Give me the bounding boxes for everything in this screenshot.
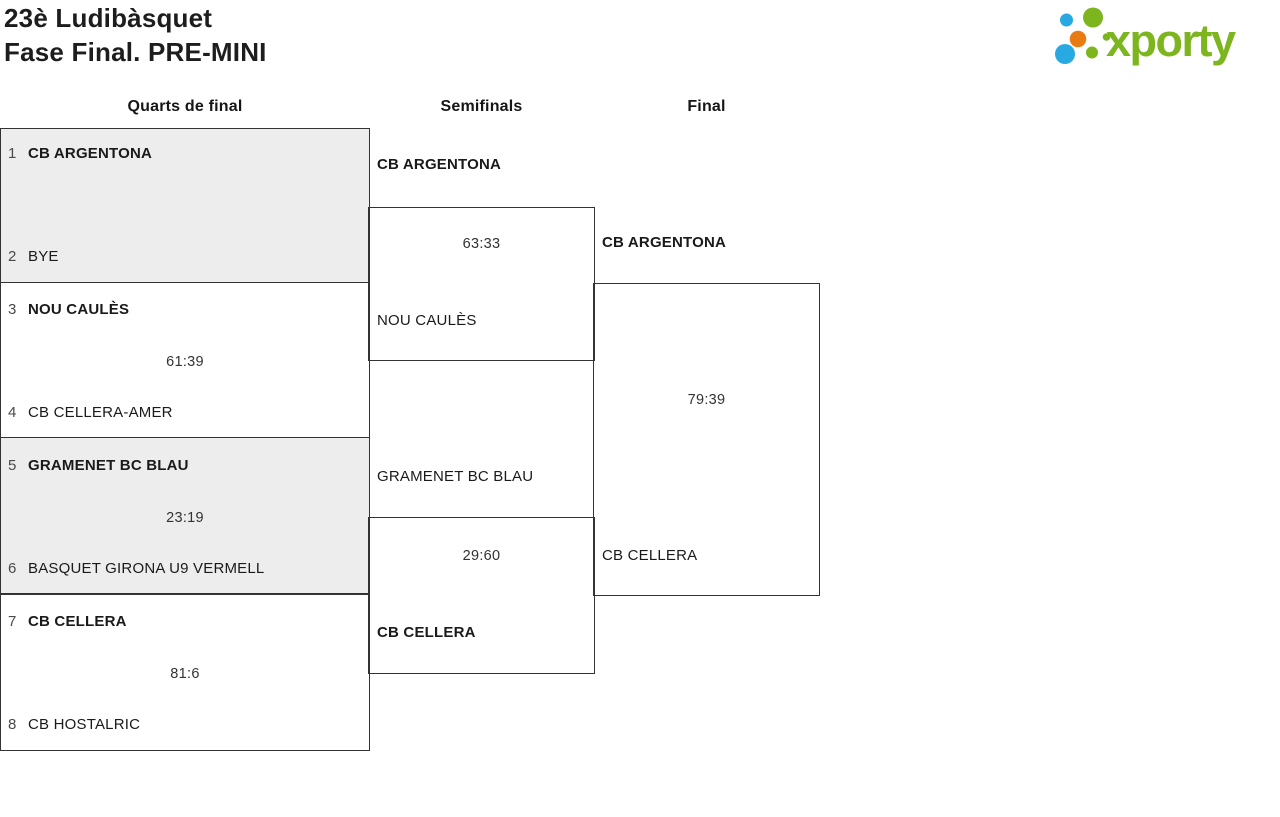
team-qf2-bottom: CB CELLERA-AMER	[28, 404, 173, 421]
score-sf1: 63:33	[462, 236, 501, 252]
team-sf2-bottom: CB CELLERA	[377, 624, 476, 641]
xporty-logo-text: xporty	[1106, 15, 1236, 66]
match-box-sf1[interactable]	[368, 207, 595, 361]
team-sf1-bottom: NOU CAULÈS	[377, 312, 477, 329]
team-qf4-top: CB CELLERA	[28, 613, 127, 630]
team-qf3-top: GRAMENET BC BLAU	[28, 457, 189, 474]
score-qf4: 81:6	[170, 666, 200, 682]
seed-qf1-top: 1	[8, 145, 17, 162]
page-title: 23è Ludibàsquet Fase Final. PRE-MINI	[4, 1, 267, 69]
score-qf3: 23:19	[166, 510, 204, 526]
seed-qf4-bottom: 8	[8, 716, 17, 733]
xporty-logo[interactable]: xporty	[1048, 5, 1278, 67]
team-qf2-top: NOU CAULÈS	[28, 301, 130, 318]
team-final-bottom: CB CELLERA	[602, 547, 698, 564]
match-box-qf4[interactable]	[0, 593, 370, 751]
match-box-final[interactable]	[593, 283, 820, 596]
team-qf4-bottom: CB HOSTALRIC	[28, 716, 141, 733]
team-qf1-bottom: BYE	[28, 248, 59, 265]
seed-qf4-top: 7	[8, 613, 17, 630]
match-box-qf3[interactable]	[0, 437, 370, 595]
seed-qf3-top: 5	[8, 457, 17, 474]
score-qf2: 61:39	[166, 354, 204, 370]
score-final: 79:39	[687, 392, 726, 408]
round-header-semifinals: Semifinals	[440, 98, 523, 115]
team-final-top: CB ARGENTONA	[602, 234, 727, 251]
page-title-line2: Fase Final. PRE-MINI	[4, 37, 267, 67]
page-title-line1: 23è Ludibàsquet	[4, 3, 213, 33]
round-header-final: Final	[687, 98, 726, 115]
xporty-logo-dots-icon	[1055, 7, 1111, 64]
team-sf2-top: GRAMENET BC BLAU	[377, 468, 534, 485]
seed-qf3-bottom: 6	[8, 560, 17, 577]
team-sf1-top: CB ARGENTONA	[377, 156, 502, 173]
team-qf3-bottom: BASQUET GIRONA U9 VERMELL	[28, 560, 265, 577]
match-box-sf2[interactable]	[368, 517, 595, 674]
seed-qf2-bottom: 4	[8, 404, 17, 421]
team-qf1-top: CB ARGENTONA	[28, 145, 153, 162]
seed-qf2-top: 3	[8, 301, 17, 318]
round-header-quarterfinals: Quarts de final	[127, 98, 243, 115]
seed-qf1-bottom: 2	[8, 248, 17, 265]
score-sf2: 29:60	[462, 548, 501, 564]
